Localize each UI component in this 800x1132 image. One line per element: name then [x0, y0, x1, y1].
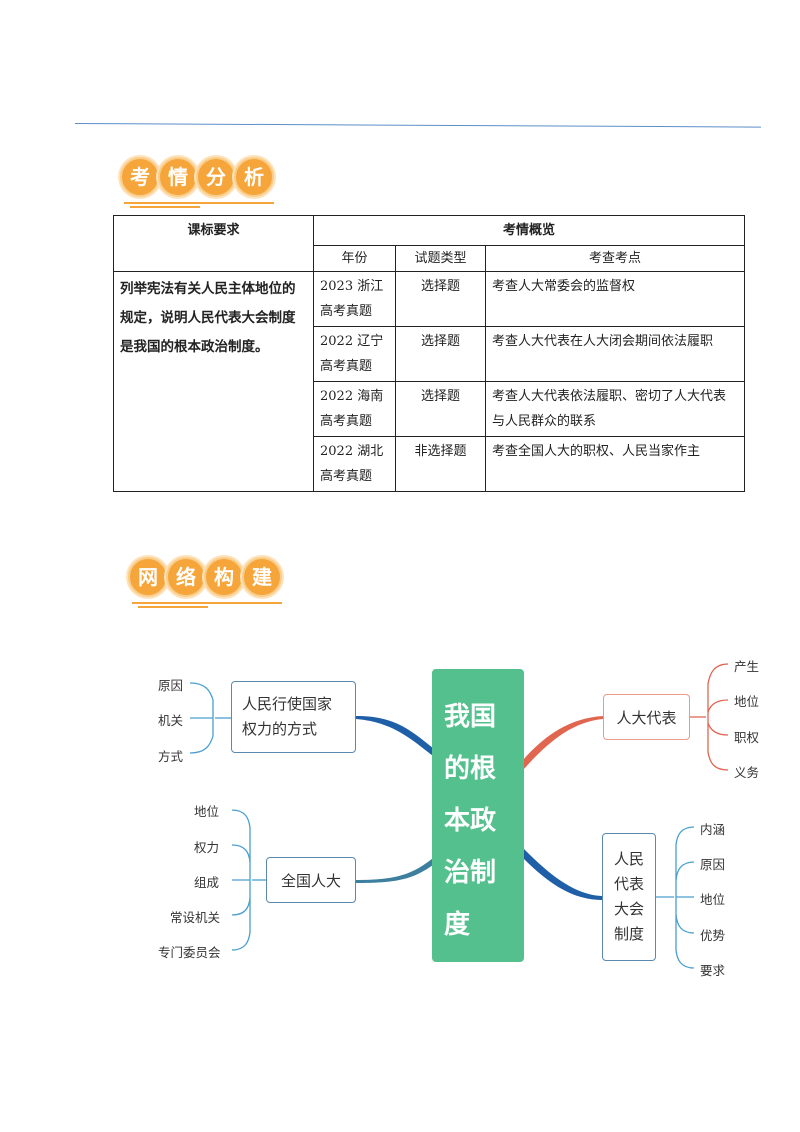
table-row: 2022 海南高考真题 选择题 考查人大代表依法履职、密切了人大代表与人民群众的… — [114, 381, 745, 437]
badge-underline — [124, 202, 274, 204]
badge-char: 络 — [166, 557, 206, 597]
leaf-deputy: 义务 — [734, 765, 760, 780]
bracket-way — [189, 682, 231, 754]
table-cell-year: 2022 湖北高考真题 — [313, 436, 396, 492]
table-cell-point: 考查人大代表依法履职、密切了人大代表与人民群众的联系 — [485, 381, 745, 437]
leaf-system: 地位 — [700, 892, 726, 907]
branch-npc: 全国人大 — [266, 857, 356, 903]
leaf-system: 内涵 — [700, 822, 726, 837]
table-cell-type: 非选择题 — [395, 436, 486, 492]
connector-way — [356, 716, 433, 756]
branch-system: 人民代表大会制度 — [602, 833, 656, 961]
bracket-system — [656, 826, 695, 969]
section-title-network: 网 络 构 建 — [128, 557, 288, 608]
leaf-npc: 常设机关 — [170, 910, 221, 925]
table-row: 2022 湖北高考真题 非选择题 考查全国人大的职权、人民当家作主 — [114, 436, 745, 492]
leaf-npc: 地位 — [194, 804, 220, 819]
table-cell-requirement: 列举宪法有关人民主体地位的规定，说明人民代表大会制度是我国的根本政治制度。 — [113, 271, 314, 492]
badge-char: 情 — [158, 157, 198, 197]
badge-char: 考 — [120, 157, 160, 197]
leaf-system: 原因 — [700, 857, 726, 872]
leaf-npc: 权力 — [194, 840, 220, 855]
leaf-deputy: 地位 — [734, 694, 760, 709]
badge-char: 建 — [242, 557, 282, 597]
leaf-way: 机关 — [158, 713, 184, 728]
table-subheader-type: 试题类型 — [395, 245, 486, 272]
table-header-overview: 考情概览 — [313, 215, 745, 246]
table-cell-point: 考查人大常委会的监督权 — [485, 271, 745, 327]
leaf-system: 优势 — [700, 928, 726, 943]
bracket-deputy — [690, 663, 729, 771]
badge-char: 分 — [196, 157, 236, 197]
table-header-requirement: 课标要求 — [113, 215, 314, 272]
connector-system — [523, 848, 602, 900]
leaf-system: 要求 — [700, 963, 726, 978]
mindmap-center: 我国的根本政治制度 — [432, 669, 524, 962]
connector-npc — [356, 858, 433, 883]
badge-underline — [138, 606, 208, 608]
badge-underline — [130, 206, 200, 208]
leaf-way: 方式 — [158, 749, 184, 764]
leaf-way: 原因 — [158, 678, 184, 693]
bracket-npc — [231, 809, 266, 951]
table-row: 2022 辽宁高考真题 选择题 考查人大代表在人大闭会期间依法履职 — [114, 326, 745, 382]
table-row: 列举宪法有关人民主体地位的规定，说明人民代表大会制度是我国的根本政治制度。 20… — [113, 271, 745, 492]
connector-deputy — [523, 716, 603, 770]
leaf-deputy: 产生 — [734, 659, 760, 674]
table-cell-point: 考查全国人大的职权、人民当家作主 — [485, 436, 745, 492]
table-cell-year: 2022 海南高考真题 — [313, 381, 396, 437]
badge-char: 析 — [234, 157, 274, 197]
branch-way: 人民行使国家权力的方式 — [231, 681, 356, 753]
leaf-npc: 专门委员会 — [158, 945, 221, 960]
exam-overview-table: 课标要求 考情概览 年份 试题类型 考查考点 列举宪法有关人民主体地位的规定，说… — [113, 215, 745, 492]
branch-deputy: 人大代表 — [603, 694, 690, 740]
section-title-analysis: 考 情 分 析 — [120, 157, 280, 208]
badge-underline — [132, 602, 282, 604]
leaf-deputy: 职权 — [734, 730, 760, 745]
table-subheader-year: 年份 — [313, 245, 396, 272]
leaf-npc: 组成 — [194, 875, 220, 890]
